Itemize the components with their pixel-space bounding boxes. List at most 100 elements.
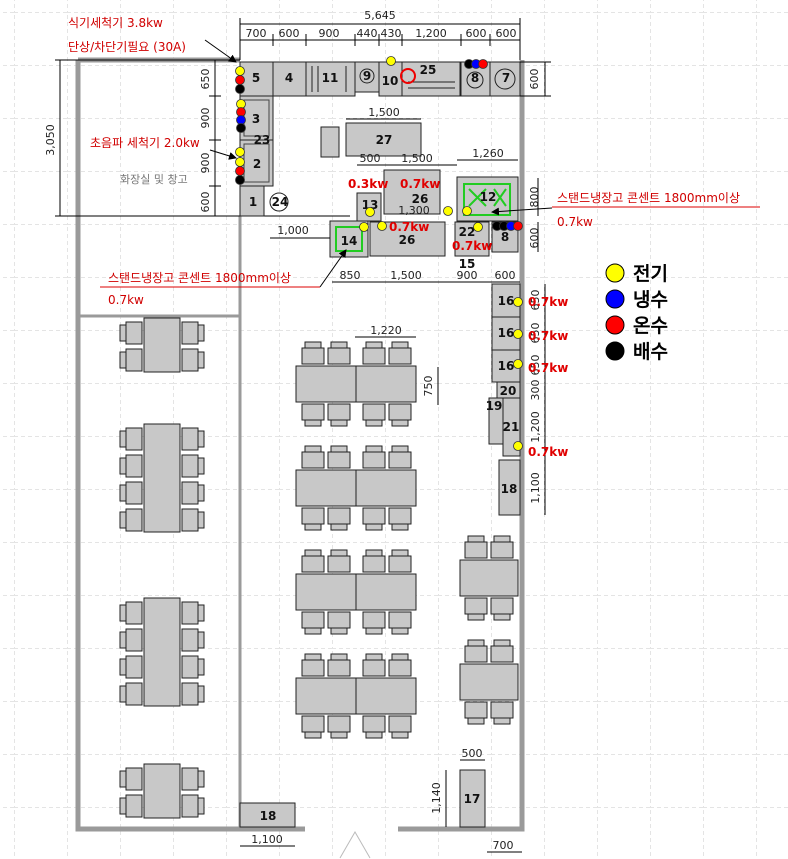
drain-point-icon — [235, 175, 245, 185]
dining-table — [459, 559, 519, 597]
note-fridge-right-kw: 0.7kw — [557, 215, 593, 229]
dim-1100-right: 1,100 — [529, 472, 542, 504]
chair — [388, 341, 412, 365]
electric-point-icon — [513, 359, 523, 369]
dim-1000: 1,000 — [277, 224, 309, 237]
dim-top-7: 600 — [466, 27, 487, 40]
chair — [362, 445, 386, 469]
chair — [119, 794, 143, 818]
drain-point-icon — [235, 84, 245, 94]
power-0-7kw-f: 0.7kw — [528, 361, 568, 375]
right-equipment-column — [488, 283, 521, 516]
legend: 전기 냉수 온수 배수 — [605, 263, 668, 363]
electric-point-icon — [377, 221, 387, 231]
chair — [181, 655, 205, 679]
dim-1140: 1,140 — [430, 782, 443, 814]
electric-point-icon — [365, 207, 375, 217]
door — [339, 830, 371, 859]
chair — [181, 321, 205, 345]
dim-right-top — [520, 61, 551, 97]
electric-point-icon — [386, 56, 396, 66]
chair — [362, 507, 386, 531]
dining-table — [355, 469, 417, 507]
chair — [181, 767, 205, 791]
chair — [362, 549, 386, 573]
chair — [327, 611, 351, 635]
chair — [301, 549, 325, 573]
chair — [327, 715, 351, 739]
equipment-8-mid: 8 — [501, 230, 509, 244]
equipment-16-a: 16 — [498, 294, 515, 308]
equipment-25: 25 — [420, 63, 437, 77]
top-dimensions — [239, 18, 521, 60]
electric-point-icon — [513, 329, 523, 339]
hot-point-icon — [513, 221, 523, 231]
dining-table — [355, 365, 417, 403]
chair — [464, 639, 488, 663]
chair — [301, 715, 325, 739]
chair — [327, 507, 351, 531]
equipment-2: 2 — [253, 157, 261, 171]
dim-300: 300 — [529, 380, 542, 401]
dim-650-b: 650 — [529, 323, 542, 344]
dim-1500-a: 1,500 — [368, 106, 400, 119]
dim-left-1: 650 — [199, 69, 212, 90]
hood-icon — [400, 68, 416, 84]
electric-point-icon — [462, 206, 472, 216]
dim-left-2: 900 — [199, 108, 212, 129]
callout-dishwasher-arrow — [204, 39, 237, 63]
note-fridge-right: 스탠드냉장고 콘센트 1800mm이상 — [557, 191, 740, 205]
equipment-16-c: 16 — [498, 359, 515, 373]
chair — [301, 611, 325, 635]
dim-1300: 1,300 — [398, 204, 430, 217]
equipment-22: 22 — [459, 225, 476, 239]
dining-table — [295, 677, 357, 715]
dim-left-total: 3,050 — [44, 124, 57, 156]
power-0-7kw-g: 0.7kw — [528, 445, 568, 459]
chair — [119, 508, 143, 532]
chair — [181, 481, 205, 505]
chair — [327, 549, 351, 573]
dim-700-bottom: 700 — [493, 839, 514, 852]
legend-cold-water-icon — [605, 289, 625, 309]
legend-drain: 배수 — [633, 341, 668, 363]
callout-ultrasonic-arrow — [209, 149, 237, 160]
chair — [119, 481, 143, 505]
hot-point-icon — [235, 166, 245, 176]
callout-left-arrow — [319, 249, 347, 288]
hot-point-icon — [478, 59, 488, 69]
chair — [362, 611, 386, 635]
equipment-26-b: 26 — [399, 233, 416, 247]
dining-table — [355, 573, 417, 611]
equipment-27: 27 — [376, 133, 393, 147]
hot-point-icon — [235, 75, 245, 85]
legend-cold-water: 냉수 — [633, 289, 668, 311]
chair — [327, 445, 351, 469]
equipment-3: 3 — [252, 112, 260, 126]
chair — [119, 454, 143, 478]
note-fridge-left-kw: 0.7kw — [108, 293, 144, 307]
electric-point-icon — [443, 206, 453, 216]
equipment-19: 19 — [486, 399, 503, 413]
equipment-17-shape — [459, 769, 486, 828]
chair — [119, 628, 143, 652]
dim-650-c: 650 — [529, 355, 542, 376]
dim-1260: 1,260 — [472, 147, 504, 160]
equipment-11: 11 — [322, 71, 339, 85]
mid-dimensions — [357, 159, 539, 216]
electric-point-icon — [513, 441, 523, 451]
chair — [181, 794, 205, 818]
dim-1200: 1,200 — [529, 411, 542, 443]
legend-electric: 전기 — [633, 263, 668, 285]
legend-hot-water-icon — [605, 315, 625, 335]
note-ultrasonic: 초음파 세척기 2.0kw — [90, 136, 200, 150]
top-row-details — [311, 66, 516, 92]
chair — [327, 341, 351, 365]
chair — [327, 403, 351, 427]
dim-1100-bottom: 1,100 — [251, 833, 283, 846]
equipment-21: 21 — [503, 420, 520, 434]
equipment-18-right: 18 — [501, 482, 518, 496]
chair — [464, 597, 488, 621]
dining-table — [295, 469, 357, 507]
dim-top-3: 900 — [319, 27, 340, 40]
